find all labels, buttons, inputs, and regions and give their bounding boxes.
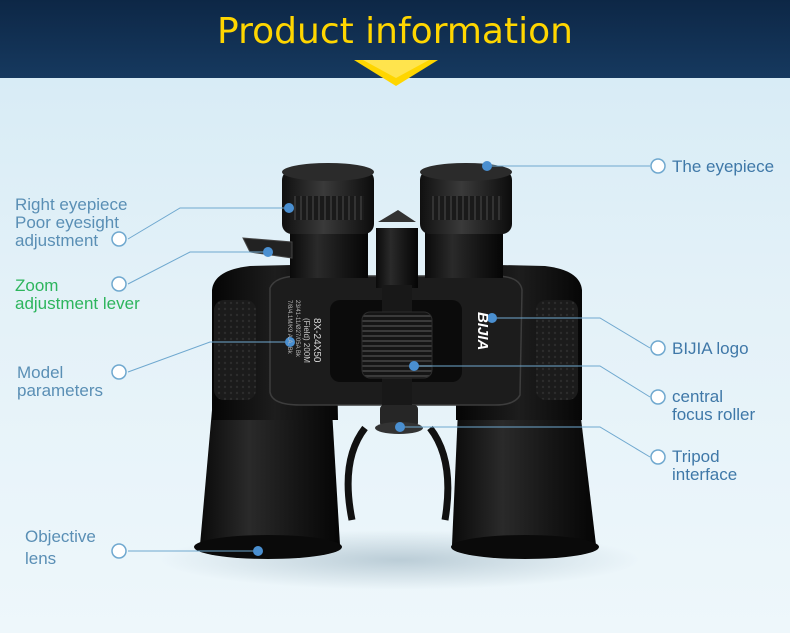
dot-model-parameters [285,337,295,347]
label-line: Poor eyesight [15,213,119,232]
dot-focus-roller [409,361,419,371]
circle-model-parameters [111,364,127,380]
dot-zoom-lever [263,247,273,257]
focus-roller-shape [361,311,433,379]
right-diopter-ring [430,196,502,220]
right-eyepiece-stem [425,228,503,278]
label-line: Model [17,363,64,382]
spec-text-2: 7/8/4.1M/K9 A.A. Bk [286,300,292,355]
left-objective-barrel [200,410,340,553]
label-line: adjustment [15,231,99,250]
label-zoom-lever: Zoom adjustment lever [15,277,140,313]
model-number-text: 8X-24X50 [311,318,322,363]
leader-tripod [400,426,651,458]
dot-right-eyepiece [284,203,294,213]
leader-right-eyepiece [127,207,289,240]
target-dots [253,161,497,556]
right-grip-texture [536,300,578,400]
label-line: interface [672,465,738,484]
circle-tripod [650,449,666,465]
leader-zoom-lever [127,251,268,285]
label-line: Objective [25,527,96,546]
label-line: parameters [17,381,103,400]
label-line: Tripod [672,447,720,466]
label-line: BIJIA logo [672,339,749,358]
circle-zoom-lever [111,276,127,292]
left-eyecup-top [282,163,374,181]
dot-tripod [395,422,405,432]
label-line: lens [25,549,57,568]
left-eyepiece-stem [290,228,368,278]
label-line: adjustment lever [15,294,140,313]
label-line: central [672,387,724,406]
label-right-eyepiece: Right eyepiece Poor eyesight adjustment [15,196,127,250]
spec-text-1: 23/41-11/Ø27/05A Bk [294,300,300,358]
left-diopter-ring [292,196,364,220]
neck-strap-left [344,425,368,521]
circle-right-eyepiece [111,231,127,247]
right-objective-rim [451,535,599,559]
label-line: Zoom [15,276,59,295]
label-logo: BIJIA logo [672,340,749,358]
title-pointer-arrow-highlight [363,60,429,78]
leader-focus-roller [414,365,651,398]
circle-focus-roller [650,389,666,405]
left-grip-texture [214,300,256,400]
leader-lines [127,165,651,552]
dot-objective-lens [253,546,263,556]
leader-logo [492,317,651,349]
tripod-mount-shape [380,405,418,427]
dot-logo [487,313,497,323]
circle-eyepiece [650,158,666,174]
leader-end-circles [111,158,666,559]
leader-model-parameters [127,341,290,373]
field-text: (Field) 200M [302,318,311,363]
page-title: Product information [217,11,573,52]
focus-post-cap [378,210,416,222]
circle-logo [650,340,666,356]
brand-logo-text: BIJIA [474,312,491,350]
label-focus-roller: central focus roller [672,388,755,424]
left-objective-rim [194,535,342,559]
right-objective-barrel [452,410,596,553]
label-objective-lens: Objective lens [25,526,96,570]
focus-post [376,228,418,288]
label-tripod: Tripod interface [672,448,737,484]
label-line: Right eyepiece [15,195,128,214]
dot-eyepiece [482,161,492,171]
label-line: focus roller [672,405,756,424]
circle-objective-lens [111,543,127,559]
label-line: The eyepiece [672,157,775,176]
neck-strap-right [427,425,452,521]
label-model-parameters: Model parameters [17,364,103,400]
label-eyepiece: The eyepiece [672,158,774,176]
